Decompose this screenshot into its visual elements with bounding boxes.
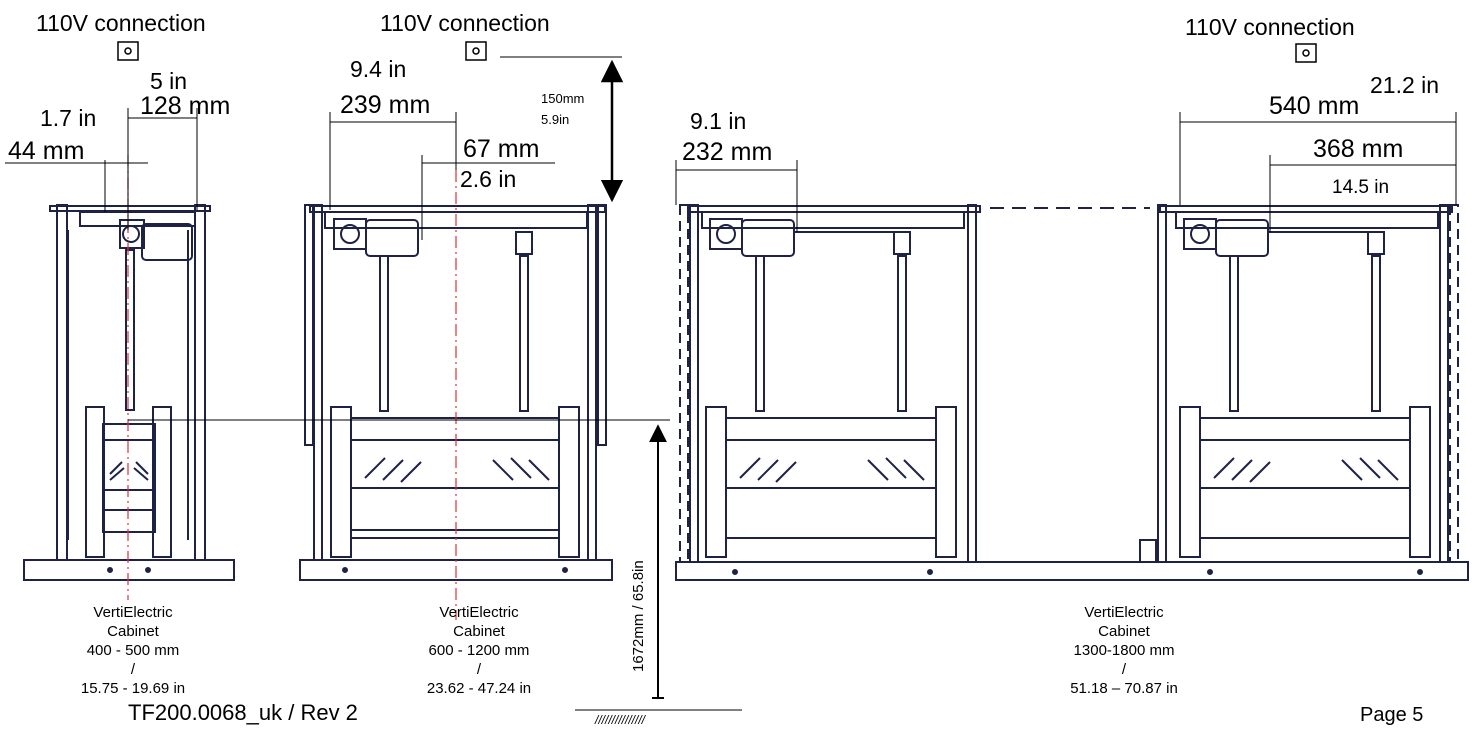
dim-a-in: 5 in [150, 68, 188, 94]
side-panel-dashed-right [1449, 204, 1459, 563]
cabinet-narrow [23, 204, 235, 581]
top-rail [49, 205, 211, 212]
spindle-right [519, 255, 529, 412]
cabinet-name: VertiElectric [439, 604, 519, 621]
side-post-left [313, 204, 323, 561]
connection-label-right: 110V connection [1185, 14, 1355, 40]
cabinet-size-sep: / [130, 661, 136, 678]
connection-label-mid: 110V connection [380, 10, 550, 36]
cabinet-size-mm: 600 - 1200 mm [428, 642, 530, 659]
top-beam [324, 211, 588, 229]
dim-b-mm: 44 mm [8, 137, 85, 165]
cabinet-size-sep: / [1121, 661, 1127, 678]
base-plate [675, 561, 1469, 581]
dimension-lines [5, 56, 1457, 711]
dim-h-mm: 368 mm [1313, 135, 1404, 163]
connection-sockets [117, 41, 1317, 63]
cabinet-name: VertiElectric [1084, 604, 1164, 621]
motor-gear [333, 218, 367, 250]
frame-right [558, 406, 580, 558]
dim-c-in: 9.4 in [350, 56, 407, 82]
cabinet-label-narrow: VertiElectric Cabinet 400 - 500 mm / 15.… [81, 603, 185, 698]
floor-hatching: /////////////// [595, 713, 646, 727]
base-plate [23, 559, 235, 581]
dim-g-mm: 540 mm [1269, 92, 1360, 120]
side-post-left [56, 204, 68, 561]
side-panel-left [304, 204, 314, 446]
dim-d-mm: 67 mm [463, 135, 540, 163]
dim-f-in: 9.1 in [690, 108, 747, 134]
motor-gear [119, 219, 145, 249]
document-number: TF200.0068_uk / Rev 2 [128, 700, 358, 725]
motor-body [365, 219, 419, 257]
frame-right [152, 406, 172, 558]
side-panel-dashed-left [679, 204, 689, 563]
frame-left [85, 406, 105, 558]
dim-b-in: 1.7 in [40, 105, 97, 131]
side-post-right [587, 204, 597, 561]
cabinet-size-in: 51.18 – 70.87 in [1070, 680, 1178, 697]
frame-body [102, 423, 156, 533]
side-panel-right [597, 204, 607, 446]
frame-body [350, 417, 560, 539]
cabinet-label-medium: VertiElectric Cabinet 600 - 1200 mm / 23… [427, 603, 531, 698]
spindle-left [379, 255, 389, 412]
cabinet-size-mm: 400 - 500 mm [86, 642, 180, 659]
dim-height-label: 1672mm / 65.8in [630, 560, 647, 672]
motor-body [141, 223, 193, 261]
dim-g-in: 21.2 in [1370, 72, 1440, 98]
socket-icon [1295, 43, 1317, 63]
spindle [125, 249, 135, 411]
socket-icon [465, 41, 487, 61]
dim-e-mm: 150mm [541, 91, 585, 106]
cabinet-label-wide: VertiElectric Cabinet 1300-1800 mm / 51.… [1070, 603, 1178, 698]
side-post-right [194, 204, 206, 561]
cabinet-medium [299, 204, 613, 581]
cabinet-size-in: 23.62 - 47.24 in [426, 680, 532, 697]
cabinet-type: Cabinet [107, 623, 159, 640]
socket-icon [117, 41, 139, 61]
bearing-right [515, 231, 533, 255]
top-beam [79, 211, 196, 227]
frame-left [330, 406, 352, 558]
dim-f-mm: 232 mm [682, 138, 773, 166]
connection-label-left: 110V connection [36, 10, 206, 36]
dim-h-in: 14.5 in [1332, 177, 1390, 198]
cabinet-wide [675, 204, 1469, 581]
page-number: Page 5 [1360, 704, 1424, 726]
dim-e-in: 5.9in [541, 112, 570, 127]
cabinet-size-in: 15.75 - 19.69 in [80, 680, 186, 697]
cabinet-type: Cabinet [1098, 623, 1150, 640]
dim-d-in: 2.6 in [460, 166, 517, 192]
cabinet-size-mm: 1300-1800 mm [1073, 642, 1175, 659]
cabinet-name: VertiElectric [93, 604, 173, 621]
cabinet-size-sep: / [476, 661, 482, 678]
dim-a-mm: 128 mm [140, 92, 231, 120]
cabinet-type: Cabinet [453, 623, 505, 640]
dim-c-mm: 239 mm [340, 91, 431, 119]
